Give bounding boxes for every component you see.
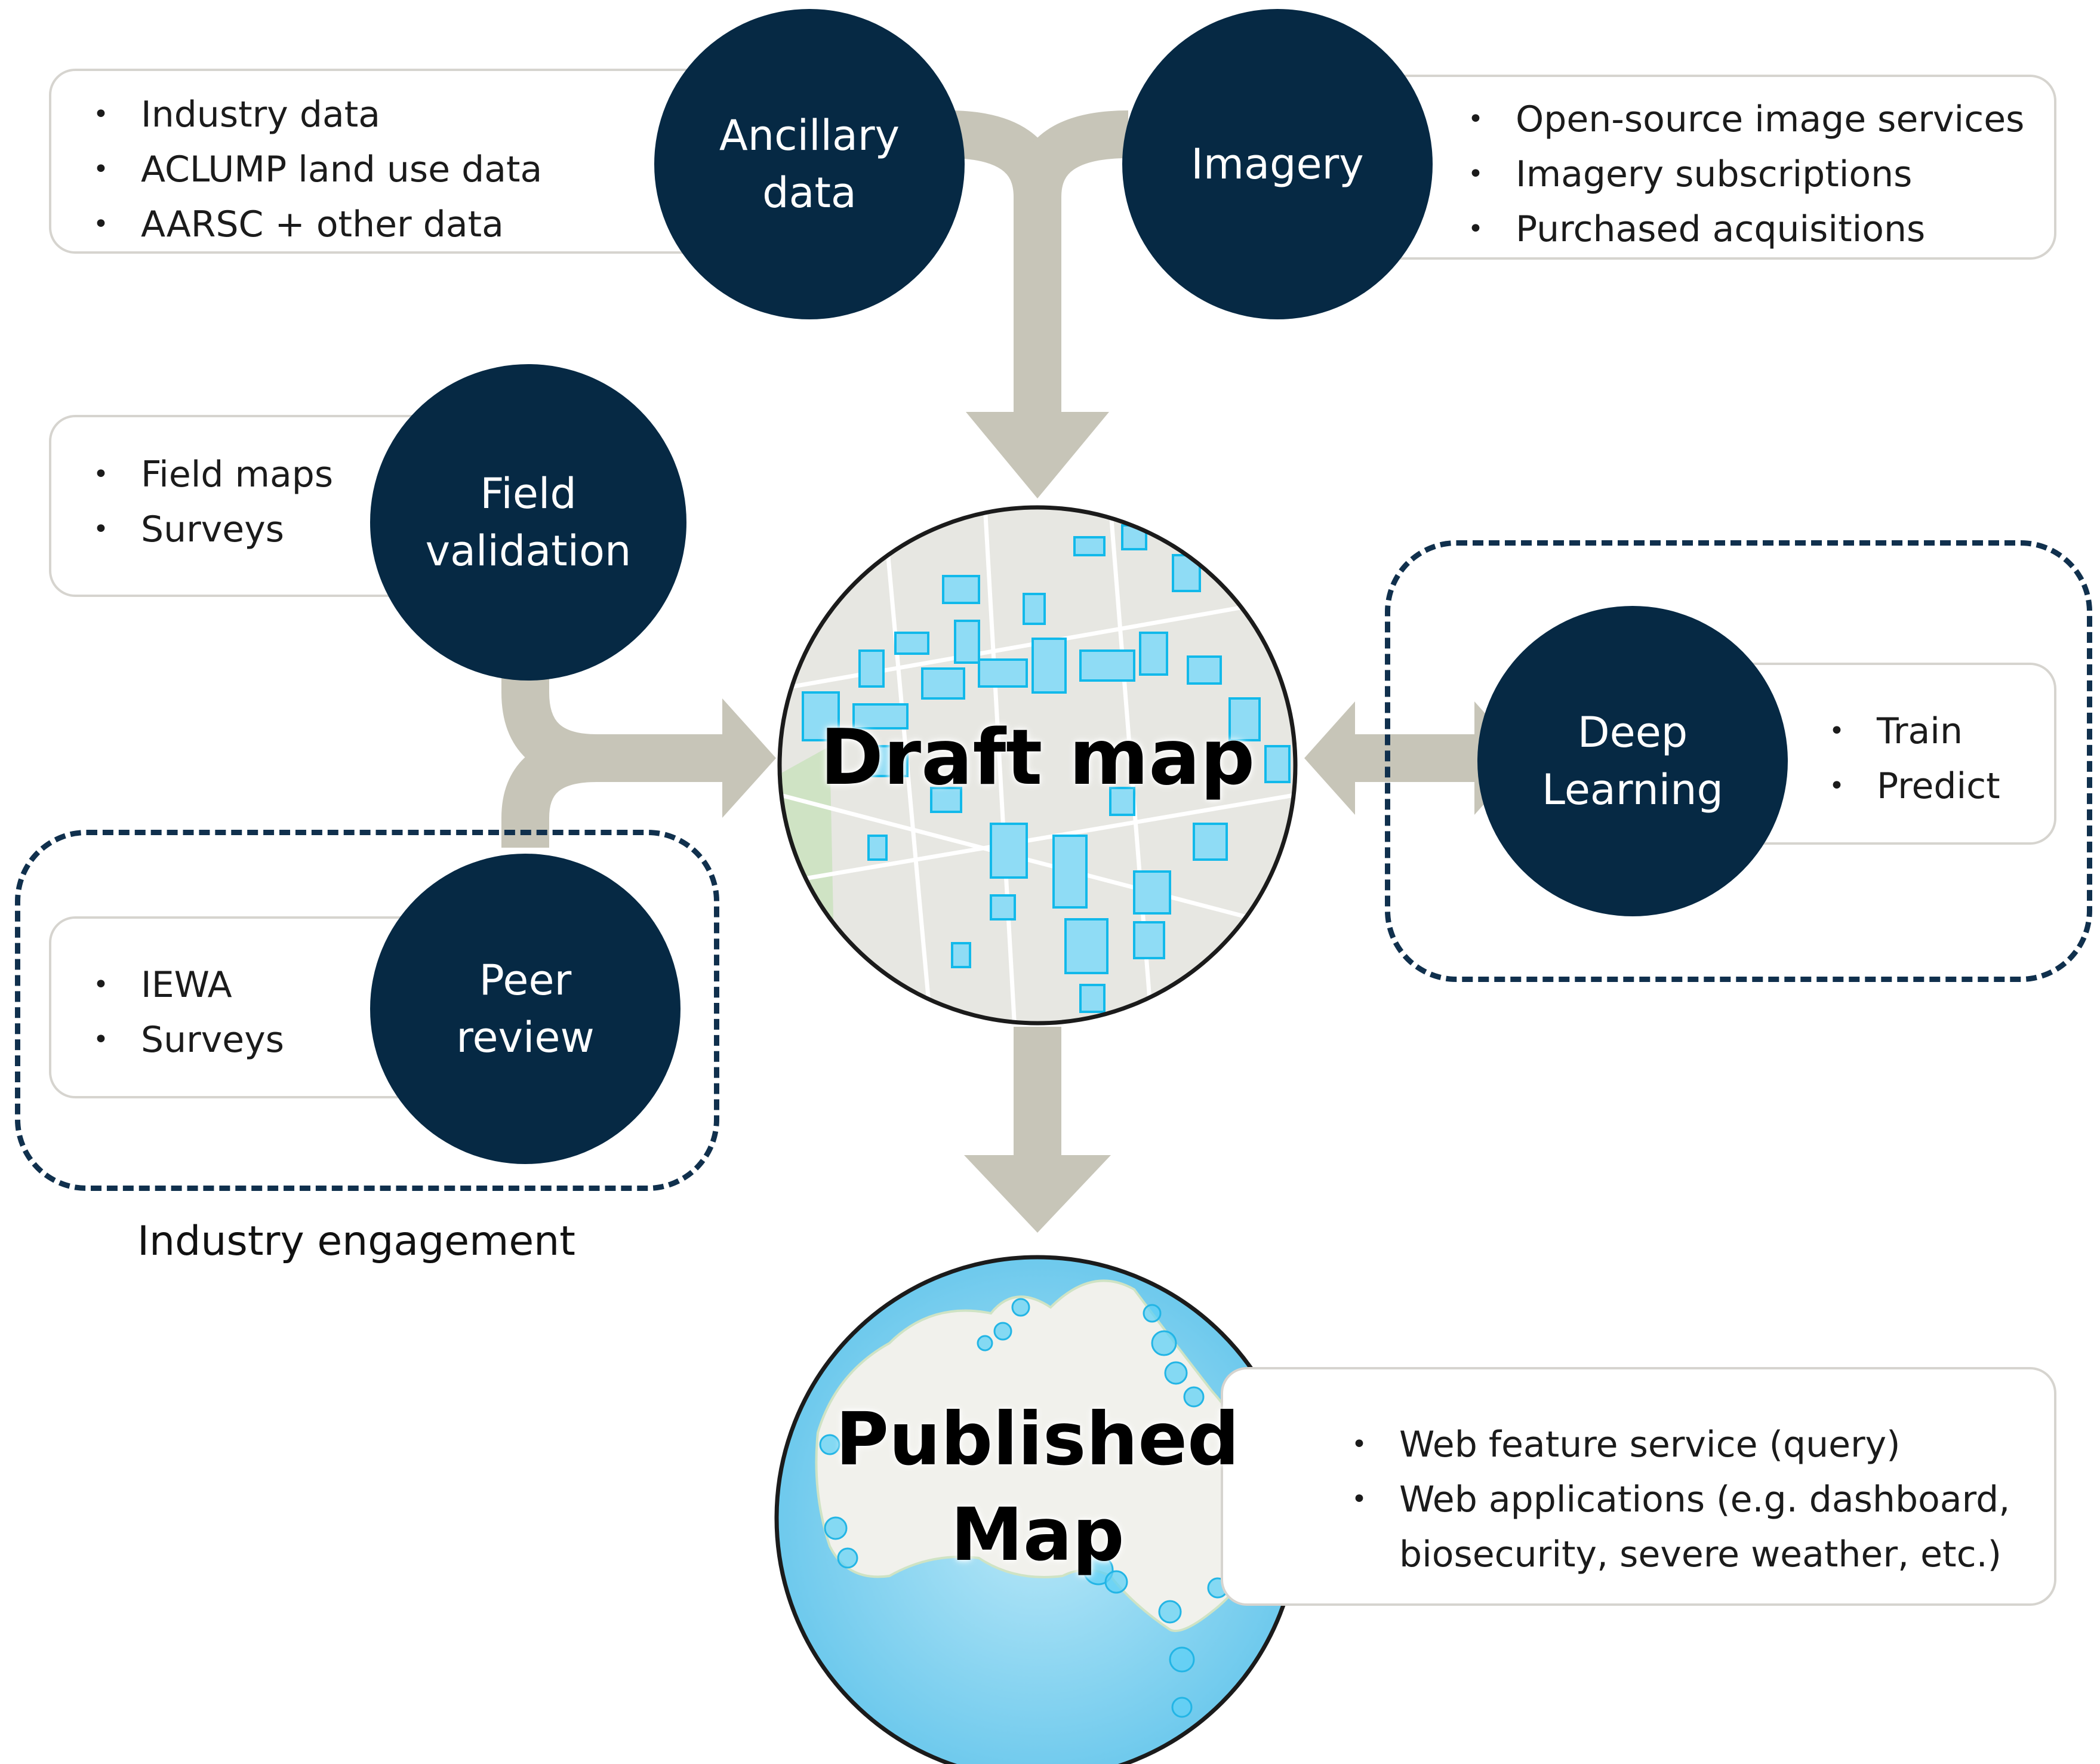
list-item: ACLUMP land use data	[93, 142, 739, 197]
ancillary-data-node: Ancillary data	[654, 9, 965, 319]
list-item: Industry data	[93, 87, 739, 142]
imagery-label: Imagery	[1191, 140, 1364, 189]
peer-review-label: Peer review	[456, 956, 595, 1062]
arrow-head-left	[722, 698, 776, 818]
deep-learning-label: Deep Learning	[1542, 708, 1723, 814]
ancillary-data-box: Industry data ACLUMP land use data AARSC…	[49, 69, 741, 254]
down-arrow-head	[964, 1155, 1111, 1233]
published-map-node: Published Map	[777, 1257, 1298, 1764]
list-item: Surveys	[93, 1012, 506, 1067]
list-item: Web applications (e.g. dashboard, biosec…	[1351, 1472, 2054, 1582]
ancillary-data-label: Ancillary data	[719, 111, 900, 217]
field-validation-node: Field validation	[370, 364, 686, 681]
industry-engagement-label: Industry engagement	[137, 1218, 575, 1265]
imagery-node: Imagery	[1122, 9, 1433, 319]
list-item: Purchased acquisitions	[1468, 202, 2054, 257]
list-item: Train	[1829, 704, 2054, 759]
list-item: AARSC + other data	[93, 197, 739, 252]
imagery-box: Open-source image services Imagery subsc…	[1358, 75, 2056, 260]
field-validation-label: Field validation	[425, 469, 632, 575]
draft-map-node: Draft map	[780, 507, 1295, 1023]
double-arrow-head-left	[1304, 701, 1355, 815]
draft-map-title: Draft map	[820, 713, 1255, 802]
list-item: IEWA	[93, 958, 506, 1012]
industry-engagement-group	[15, 830, 719, 1191]
published-map-box: Web feature service (query) Web applicat…	[1221, 1367, 2056, 1606]
deep-learning-group	[1385, 540, 2092, 982]
peer-review-node: Peer review	[370, 854, 681, 1164]
merge-arrow-top	[947, 110, 1129, 412]
deep-learning-node: Deep Learning	[1477, 606, 1788, 916]
building-footprints	[802, 524, 1291, 1013]
merge-arrow-left	[501, 666, 725, 848]
arrow-head-top	[966, 412, 1109, 498]
published-map-art	[777, 1257, 1298, 1764]
list-item: Imagery subscriptions	[1468, 147, 2054, 202]
published-map-title: Published Map	[835, 1397, 1240, 1577]
list-item: Open-source image services	[1468, 92, 2054, 147]
draft-map-art	[780, 507, 1295, 1023]
list-item: Field maps	[93, 447, 506, 502]
down-arrow-shaft	[1014, 1027, 1061, 1158]
deep-learning-box: Train Predict	[1671, 663, 2056, 845]
list-item: Web feature service (query)	[1351, 1417, 2054, 1472]
list-item: Predict	[1829, 759, 2054, 814]
double-arrow-shaft	[1337, 734, 1492, 782]
list-item: Surveys	[93, 502, 506, 557]
